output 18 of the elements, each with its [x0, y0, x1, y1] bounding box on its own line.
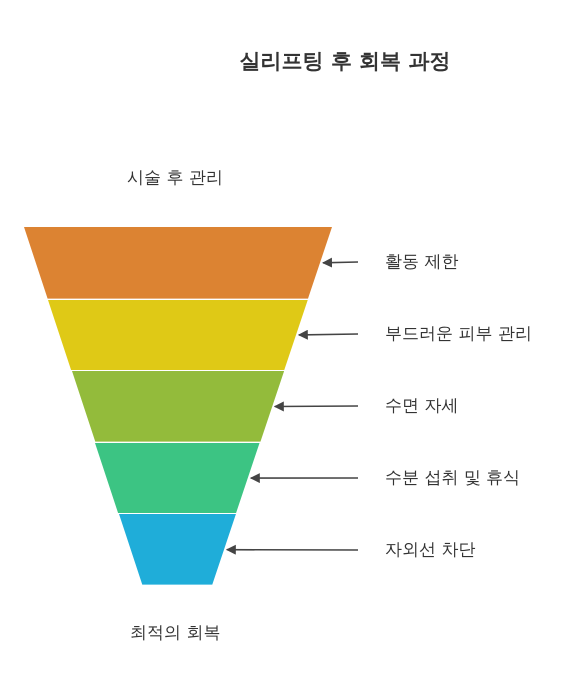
step-label: 수면 자세 [385, 395, 458, 417]
step-label: 부드러운 피부 관리 [385, 323, 532, 345]
title: 실리프팅 후 회복 과정 [238, 50, 452, 72]
step-label: 활동 제한 [385, 251, 458, 273]
funnel-band [72, 371, 284, 442]
funnel-band [95, 442, 260, 514]
funnel-band [118, 514, 236, 585]
funnel-top-label: 시술 후 관리 [127, 167, 223, 189]
arrow [322, 258, 358, 268]
funnel-band [24, 227, 332, 299]
funnel-band [48, 300, 308, 370]
arrow [298, 330, 358, 340]
step-label: 수분 섭취 및 휴식 [385, 467, 520, 489]
arrow [274, 401, 358, 412]
step-label: 자외선 차단 [385, 539, 476, 561]
funnel-bottom-label: 최적의 회복 [130, 622, 220, 644]
arrow [250, 473, 358, 484]
arrow [226, 544, 358, 555]
